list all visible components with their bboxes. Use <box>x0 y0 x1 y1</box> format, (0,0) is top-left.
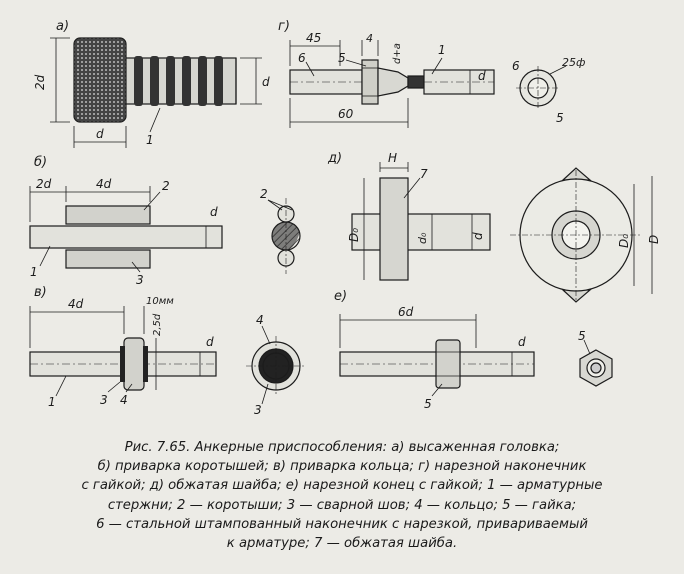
end-view-e <box>579 339 613 387</box>
callout-g-5-end: 5 <box>556 111 564 125</box>
crimped-washer <box>379 177 409 281</box>
rebar-d <box>351 213 491 251</box>
dim-g-60: 60 <box>338 107 354 121</box>
callout-d-7: 7 <box>420 167 428 181</box>
dim-g-25f: 25ф <box>562 56 585 69</box>
panel-d-tag: д) <box>327 151 342 166</box>
panel-v: в) 4d 10мм 2,5d d 1 3 4 4 3 <box>29 285 306 417</box>
panel-a-tag: а) <box>56 19 69 34</box>
rebar-ribs <box>134 56 223 106</box>
panel-d: д) H D₀ d₀ d 7 D₀ D <box>327 151 661 303</box>
dim-v-4d: 4d <box>68 297 84 311</box>
end-view-g <box>516 65 567 110</box>
panel-e: е) 6d d 5 5 <box>334 289 613 411</box>
dim-v-2-5d: 2,5d <box>152 313 163 336</box>
callout-b-1: 1 <box>30 265 38 279</box>
dim-d-H: H <box>388 151 397 165</box>
dim-g-4: 4 <box>366 32 373 45</box>
dim-d-D0-left: D₀ <box>347 228 361 242</box>
callout-g-6-end: 6 <box>512 59 520 73</box>
dim-b-4d: 4d <box>96 177 112 191</box>
dim-g-45: 45 <box>306 31 321 45</box>
callout-v-4: 4 <box>120 393 128 407</box>
callout-a-1: 1 <box>146 133 154 147</box>
dim-v-10mm: 10мм <box>146 296 174 307</box>
dim-g-d: d <box>478 69 486 83</box>
panel-b: б) 2d 4d d 1 2 3 2 <box>29 155 301 287</box>
callout-g-5: 5 <box>338 51 346 65</box>
panel-g: г) 45 4 d+a d 60 6 5 <box>278 19 585 128</box>
weld-right <box>143 346 148 382</box>
dim-d-D0-right: D₀ <box>617 234 631 248</box>
end-view-d <box>510 167 653 303</box>
callout-g-6: 6 <box>298 51 306 65</box>
callout-v-4-end: 4 <box>256 313 264 327</box>
caption-line-2: б) приварка коротышей; в) приварка кольц… <box>97 459 587 475</box>
callout-g-1: 1 <box>438 43 446 57</box>
callout-e-5-end: 5 <box>578 329 586 343</box>
section-b <box>267 198 301 274</box>
panel-v-tag: в) <box>34 285 47 300</box>
nut-g <box>361 59 379 105</box>
panel-e-tag: е) <box>334 289 347 304</box>
panel-g-tag: г) <box>278 19 290 34</box>
caption-line-1: Рис. 7.65. Анкерные приспособления: а) в… <box>124 440 560 455</box>
callout-e-5: 5 <box>424 397 432 411</box>
rebar-b <box>29 225 223 249</box>
dim-e-6d: 6d <box>398 305 414 319</box>
figure-caption: Рис. 7.65. Анкерные приспособления: а) в… <box>6 438 678 553</box>
weld-left <box>120 346 125 382</box>
dim-a-d-right: d <box>262 75 270 89</box>
dim-a-2d: 2d <box>33 74 47 90</box>
end-view-v <box>246 325 306 405</box>
short-bar-top <box>65 205 151 225</box>
ring <box>123 337 145 391</box>
dim-v-d: d <box>206 335 214 349</box>
dim-b-2d: 2d <box>36 177 52 191</box>
dim-g-d-plus-a: d+a <box>392 43 403 64</box>
nut-e <box>435 339 461 389</box>
dim-d-d: d <box>471 232 485 240</box>
short-bar-bottom <box>65 249 151 269</box>
caption-line-5: 6 — стальной штампованный наконечник с н… <box>96 516 588 532</box>
caption-line-3: с гайкой; д) обжатая шайба; е) нарезной … <box>81 478 603 494</box>
panel-a: а) 2d d d 1 <box>33 19 270 148</box>
callout-v-1: 1 <box>48 395 56 409</box>
callout-b-2: 2 <box>162 179 170 193</box>
dim-a-d-bottom: d <box>96 127 104 141</box>
dim-b-d: d <box>210 205 218 219</box>
dim-e-d: d <box>518 335 526 349</box>
dim-d-d0: d₀ <box>416 232 429 244</box>
caption-line-6: к арматуре; 7 — обжатая шайба. <box>226 536 458 552</box>
dim-d-D: D <box>647 235 661 244</box>
callout-v-3: 3 <box>100 393 108 407</box>
callout-v-3-end: 3 <box>254 403 262 417</box>
callout-b-3: 3 <box>136 273 144 287</box>
caption-line-4: стержни; 2 — коротыши; 3 — сварной шов; … <box>107 497 577 513</box>
upset-head <box>73 37 127 123</box>
panel-b-tag: б) <box>34 155 47 170</box>
callout-b-2-section: 2 <box>260 187 268 201</box>
